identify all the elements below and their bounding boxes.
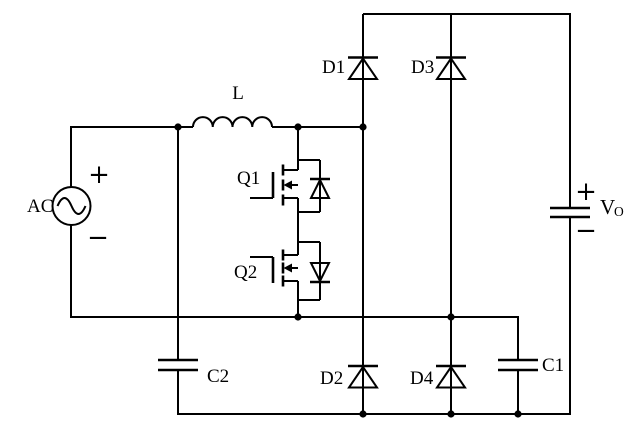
wire-top-rail [363, 13, 571, 208]
inductor-coils [192, 116, 273, 128]
q2-diode-triangle-icon [309, 262, 331, 284]
ac-sine-icon [56, 197, 87, 215]
junction-dot [447, 410, 455, 418]
d4-triangle-icon [435, 365, 467, 389]
junction-dot [174, 123, 182, 131]
wires [70, 13, 571, 415]
d4-label: D4 [410, 368, 434, 389]
d2-triangle-icon [347, 365, 379, 389]
d2-label: D2 [320, 368, 343, 389]
ac-circle [51, 186, 92, 226]
c1-plates [498, 358, 538, 372]
diode-d4: D4 [410, 364, 467, 389]
diode-d2: D2 [320, 364, 379, 389]
junction-dot [514, 410, 522, 418]
c2-plates [158, 358, 198, 372]
d3-label: D3 [411, 57, 434, 78]
d1-triangle-icon [347, 56, 379, 80]
q2-label: Q2 [234, 262, 257, 283]
q1-label: Q1 [237, 168, 260, 189]
junction-dot [447, 313, 455, 321]
q2-outline [250, 241, 320, 301]
c1-label: C1 [542, 355, 564, 376]
wire-ac-hot [70, 126, 193, 187]
vo-label: V [600, 195, 615, 219]
q1-body-diode [309, 160, 331, 212]
capacitor-c1: C1 [498, 355, 564, 376]
junction-dot [294, 123, 302, 131]
ac-minus-sign: − [87, 223, 109, 253]
diode-d3: D3 [411, 56, 467, 80]
ac-plus-sign: + [88, 160, 110, 190]
junction-dot [359, 123, 367, 131]
inductor-label: L [232, 83, 244, 104]
vo-plates [550, 206, 590, 219]
q1-channel-arrow-icon [283, 180, 292, 190]
q2-body-diode [309, 242, 331, 300]
q1-outline [250, 159, 320, 213]
mosfet-q2: Q2 [234, 241, 331, 301]
mosfet-q1: Q1 [237, 159, 331, 213]
capacitor-c2: C2 [158, 358, 229, 387]
c2-label: C2 [207, 366, 229, 387]
junction-dot [359, 410, 367, 418]
d1-label: D1 [322, 57, 345, 78]
vo-plus-sign: + [575, 177, 597, 207]
junction-dots [174, 123, 522, 418]
output-capacitor-vo: + − V O [550, 177, 624, 246]
ac-source: AC + − [27, 160, 110, 253]
vo-minus-sign: − [575, 216, 597, 246]
q2-channel-arrow-icon [283, 263, 292, 273]
ac-label: AC [27, 196, 53, 217]
d3-triangle-icon [435, 56, 467, 80]
vo-label-subscript: O [614, 204, 624, 219]
diode-d1: D1 [322, 56, 379, 80]
wire-bottom-rail [177, 217, 571, 415]
q1-diode-triangle-icon [309, 177, 331, 199]
junction-dot [294, 313, 302, 321]
inductor: L [192, 83, 273, 128]
